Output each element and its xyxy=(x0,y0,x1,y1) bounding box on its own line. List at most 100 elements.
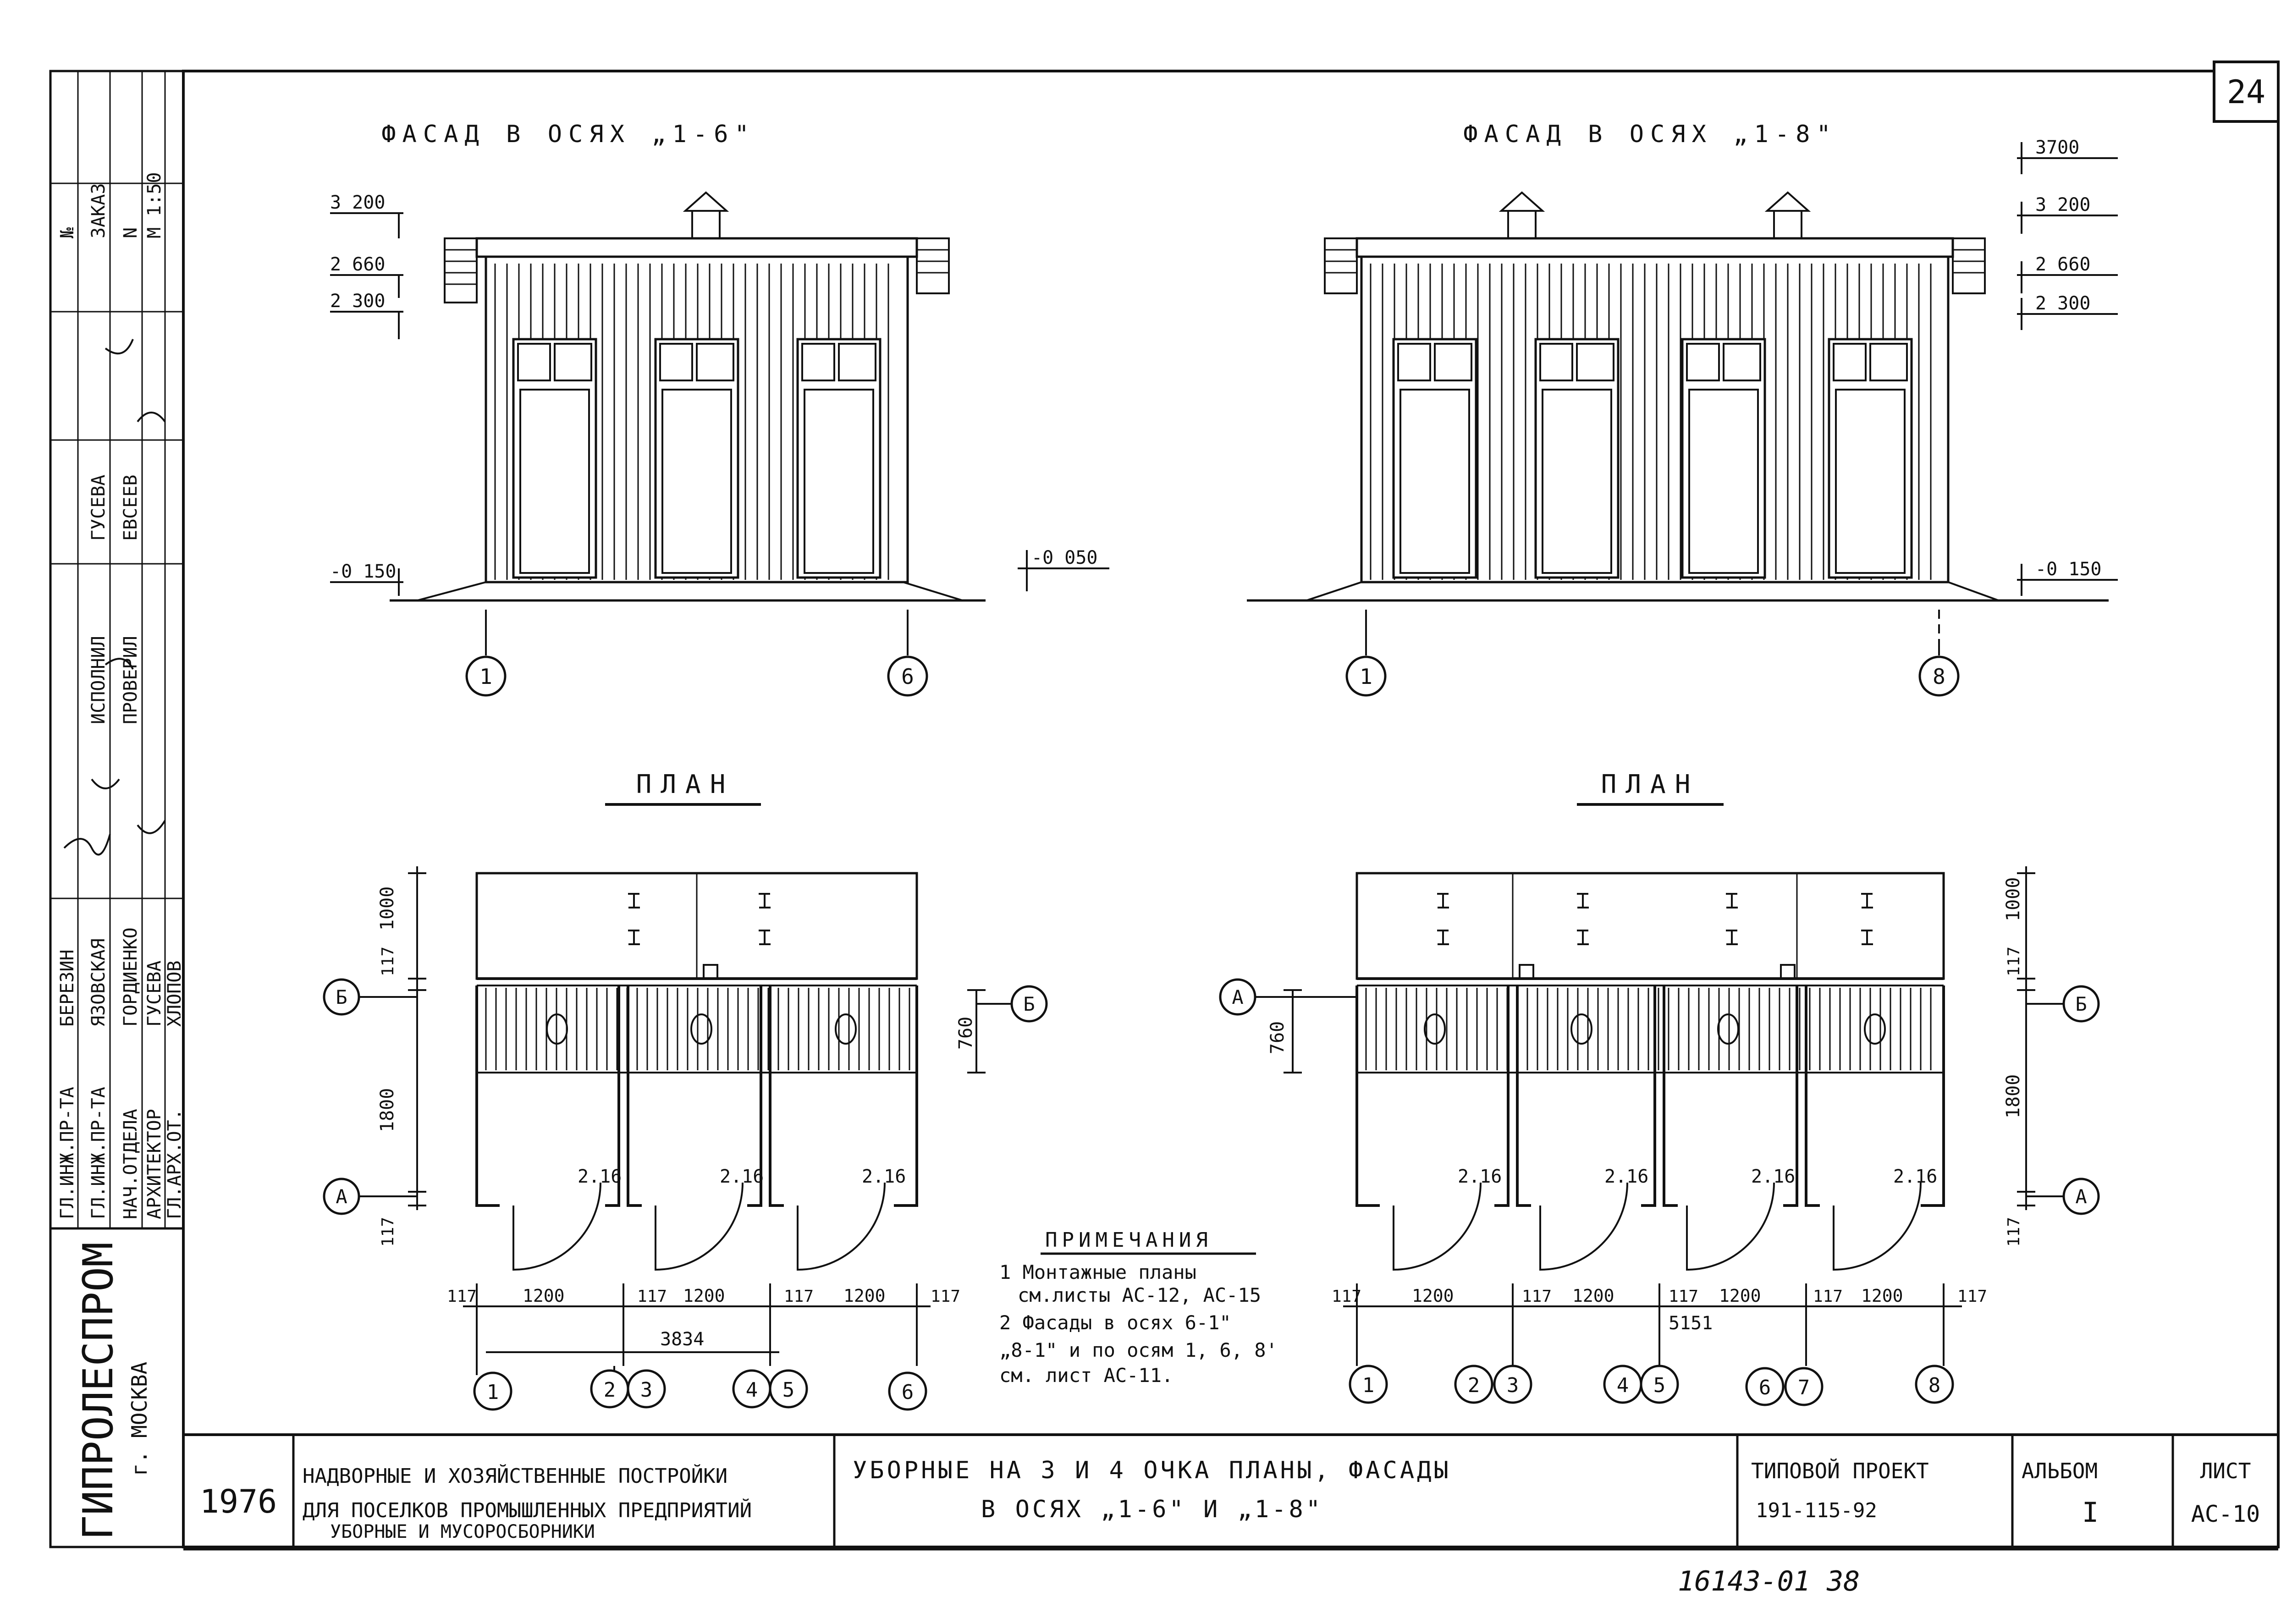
album-value: I xyxy=(2082,1497,2099,1529)
stamp-org: ГИПРОЛЕСПРОМ xyxy=(74,1242,122,1540)
drawing-title-2: В ОСЯХ „1-6" И „1-8" xyxy=(981,1496,1323,1523)
level-right-3: 2 660 xyxy=(2035,254,2090,275)
project-title-1: НАДВОРНЫЕ И ХОЗЯЙСТВЕННЫЕ ПОСТРОЙКИ xyxy=(303,1464,727,1488)
sheet-value: АС-10 xyxy=(2191,1501,2260,1527)
bottom-stamp: 16143-01 38 xyxy=(1678,1565,1860,1597)
plan-left-bottom-dimensions xyxy=(463,1283,931,1375)
plan-left-bd-7: 117 xyxy=(931,1287,960,1306)
svg-text:6: 6 xyxy=(901,664,914,689)
level-left-1: 3 200 xyxy=(330,192,385,213)
plan-right-bd-5: 117 xyxy=(1669,1287,1698,1306)
plan-right-pit xyxy=(1355,872,1945,980)
facade-left-axis-6: 6 xyxy=(887,642,928,697)
vent-pipe-2 xyxy=(1764,191,1811,238)
plan-right-dim-1800: 1800 xyxy=(2003,1074,2024,1118)
svg-text:8: 8 xyxy=(1933,664,1945,689)
door-swing-3 xyxy=(797,1182,886,1271)
plan-left-axis-5: 5 xyxy=(782,1378,795,1402)
plan-right-axis-5: 5 xyxy=(1653,1374,1666,1397)
plan-left-axis-2: 2 xyxy=(604,1378,616,1402)
vent-pipe xyxy=(683,191,729,238)
facade-left-axis-1: 1 xyxy=(465,642,507,697)
plan-right-bd-4: 1200 xyxy=(1572,1286,1614,1306)
plan-right-dim-117-bottom: 117 xyxy=(2005,1217,2023,1247)
sheet-number: 24 xyxy=(2227,73,2265,111)
facade-right-door-2 xyxy=(1534,338,1620,579)
stamp-name-5: ХЛОПОВ xyxy=(164,961,185,1027)
plan-right-bd-7: 117 xyxy=(1813,1287,1843,1306)
plan-left-axis-a: А xyxy=(323,1178,417,1215)
plan-left-dim-1800: 1800 xyxy=(377,1088,398,1132)
plan-left-door-label-2: 2.16 xyxy=(720,1166,764,1187)
facade-right-door-1 xyxy=(1392,338,1477,579)
plan-right-axis-6: 6 xyxy=(1759,1376,1771,1399)
plan-left-total-dim: 3834 xyxy=(660,1329,704,1350)
plan-right-axis-labels xyxy=(1349,1365,1954,1406)
notes-line-2: см.листы АС-12, АС-15 xyxy=(1018,1284,1261,1306)
notes-heading: ПРИМЕЧАНИЯ xyxy=(1045,1228,1212,1252)
stamp-top-4: М 1:50 xyxy=(144,172,165,239)
stamp-role-7: ПРОВЕРИЛ xyxy=(120,636,141,724)
plan-left-bd-6: 1200 xyxy=(843,1286,886,1306)
plan-left-axis-labels xyxy=(473,1369,927,1411)
facade-right-title: ФАСАД В ОСЯХ „1-8" xyxy=(1463,121,1837,148)
plan-right-bd-3: 117 xyxy=(1522,1287,1552,1306)
plan-right-bd-2: 1200 xyxy=(1412,1286,1454,1306)
plan-right-dim-117-top: 117 xyxy=(2005,947,2023,976)
plan-left-bd-1: 117 xyxy=(447,1287,477,1306)
level-left-3: 2 300 xyxy=(330,291,385,312)
project-title-2: ДЛЯ ПОСЕЛКОВ ПРОМЫШЛЕННЫХ ПРЕДПРИЯТИЙ xyxy=(303,1498,752,1522)
stamp-name-2: ЯЗОВСКАЯ xyxy=(88,938,109,1027)
svg-text:А: А xyxy=(2075,1185,2087,1208)
plan-left-door-label-3: 2.16 xyxy=(862,1166,906,1187)
facade-right-door-4 xyxy=(1828,338,1913,579)
drawing-title-1: УБОРНЫЕ НА 3 И 4 ОЧКА ПЛАНЫ, ФАСАДЫ xyxy=(853,1457,1451,1484)
plan-left-axis-3: 3 xyxy=(640,1378,653,1402)
level-right-4: 2 300 xyxy=(2035,293,2090,314)
level-right-2: 3 200 xyxy=(2035,194,2090,215)
stamp-name-7: ЕВСЕЕВ xyxy=(120,475,141,541)
svg-text:Б: Б xyxy=(2075,993,2087,1015)
stamp-city: г. МОСКВА xyxy=(127,1362,152,1476)
plan-right-door-label-2: 2.16 xyxy=(1604,1166,1648,1187)
facade-right-roof xyxy=(1355,237,1954,258)
plan-right-vertical-dimensions xyxy=(1284,866,2035,1210)
plan-right-axis-3: 3 xyxy=(1507,1374,1519,1397)
plan-left-bd-4: 1200 xyxy=(683,1286,725,1306)
level-right-1: 3700 xyxy=(2035,137,2079,158)
plan-right-dim-760: 760 xyxy=(1267,1021,1288,1054)
facade-right xyxy=(1247,191,2109,642)
facade-left-roof xyxy=(475,237,918,258)
stamp-top-3: N xyxy=(120,227,141,238)
typical-project-label: ТИПОВОЙ ПРОЕКТ xyxy=(1751,1459,1929,1483)
plan-right-title: ПЛАН xyxy=(1601,770,1700,799)
stamp-name-1: БЕРЕЗИН xyxy=(57,949,78,1027)
stamp-role-2: ГЛ.ИНЖ.ПР-ТА xyxy=(88,1087,109,1219)
plan-left-axis-b: Б Б xyxy=(323,978,1048,1023)
plan-left-dim-117-bottom: 117 xyxy=(379,1217,397,1247)
plan-left-dim-760: 760 xyxy=(955,1017,976,1050)
plan-right-bottom-dimensions xyxy=(1343,1283,1962,1366)
notes-line-4: „8-1" и по осям 1, 6, 8' xyxy=(999,1339,1278,1361)
plan-left-bd-2: 1200 xyxy=(523,1286,565,1306)
facade-left-title: ФАСАД В ОСЯХ „1-6" xyxy=(381,121,755,148)
notes-line-3: 2 Фасады в осях 6-1" xyxy=(999,1311,1231,1334)
plan-right-door-label-3: 2.16 xyxy=(1751,1166,1795,1187)
plan-left-bd-5: 117 xyxy=(784,1287,814,1306)
plan-right-cabins xyxy=(1355,985,1945,1207)
plan-left-axis-4: 4 xyxy=(746,1378,758,1402)
plan-left-dim-1000: 1000 xyxy=(377,886,398,930)
sheet-label: ЛИСТ xyxy=(2200,1459,2251,1483)
level-right-5: -0 150 xyxy=(2035,559,2102,580)
plan-right-axis-b-right: Б xyxy=(2026,985,2100,1023)
stamp-role-4: АРХИТЕКТОР xyxy=(144,1109,165,1219)
svg-text:Б: Б xyxy=(336,986,347,1008)
plan-right-axis-8: 8 xyxy=(1928,1374,1941,1397)
door-swing-2 xyxy=(655,1182,744,1271)
stamp-name-4: ГУСЕВА xyxy=(144,961,165,1027)
stamp-top-2: ЗАКАЗ xyxy=(88,183,109,238)
svg-text:Б: Б xyxy=(1023,993,1035,1015)
stamp-role-6: ИСПОЛНИЛ xyxy=(88,636,109,724)
album-label: АЛЬБОМ xyxy=(2022,1459,2098,1483)
